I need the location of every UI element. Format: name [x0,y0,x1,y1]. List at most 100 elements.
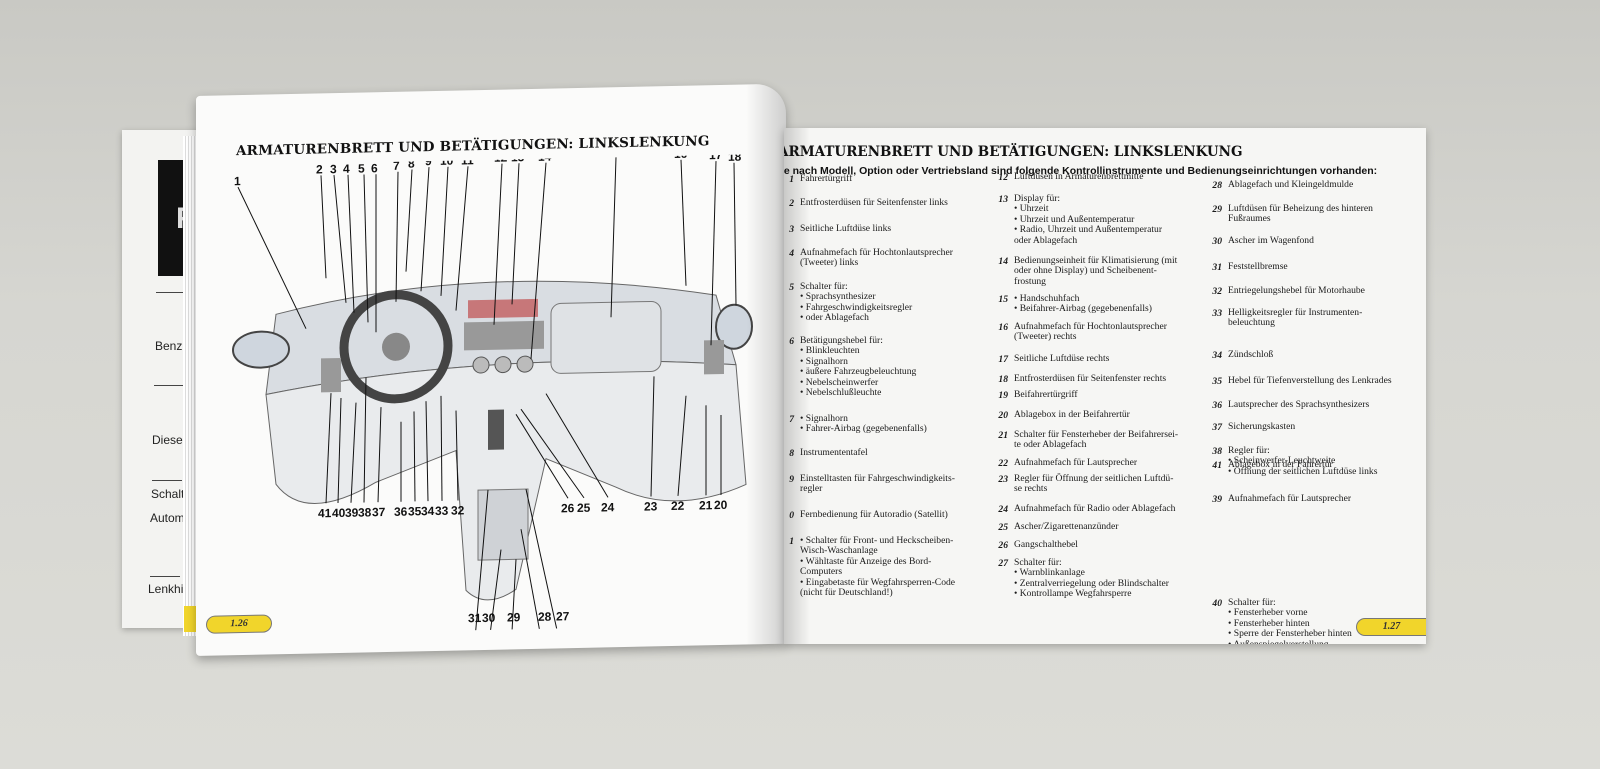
callout-29: 29 [507,610,521,624]
climate-knob-2 [494,356,512,374]
legend-item: 26 Gangschalthebel [990,539,1190,551]
legend-item: 7• Signalhorn • Fahrer-Airbag (gegebenen… [784,413,972,435]
legend-item-number: 26 [998,540,1008,551]
legend-item-number: 2 [789,198,794,209]
callout-27: 27 [556,609,570,623]
legend-item-text: Luftdüsen in Armaturenbrettmitte [1014,171,1144,182]
legend-item-number: 31 [1212,262,1222,273]
legend-item-text: Feststellbremse [1228,261,1288,272]
legend-item: 4 Aufnahmefach für Hochtonlautsprecher (T… [784,247,972,269]
display [468,298,538,319]
legend-item-text: Helligkeitsregler für Instrumenten- bele… [1228,307,1363,329]
legend-item-text: Aufnahmefach für Hochtonlautsprecher (Tw… [800,247,953,269]
legend-item: 29 Luftdüsen für Beheizung des hinteren F… [1204,203,1416,225]
legend-item-text: Aufnahmefach für Radio oder Ablagefach [1014,503,1176,514]
callout-33: 33 [435,504,449,518]
legend-item-text: Schalter für Fensterheber der Beifahrers… [1014,429,1179,451]
right-page-number: 1.27 [1356,618,1426,636]
callout-13: 13 [511,154,525,164]
under-label-diesel: Diesel [152,433,186,447]
callout-6: 6 [371,161,378,175]
climate-knob-1 [472,356,490,374]
divider [154,385,184,386]
callout-8: 8 [408,156,415,170]
center-console [477,488,529,561]
callout-14: 14 [538,154,552,164]
legend-item-number: 32 [1212,286,1222,297]
legend-item-text: Beifahrertürgriff [1014,389,1078,400]
legend-item-text: Betätigungshebel für: • Blinkleuchten • … [800,335,917,399]
legend-item-number: 34 [1212,350,1222,361]
legend-item-text: Hebel für Tiefenverstellung des Lenkrade… [1228,375,1392,386]
callout-3: 3 [330,162,337,176]
legend-item-text: Entriegelungshebel für Motorhaube [1228,285,1365,296]
legend-item-number: 13 [998,194,1008,205]
legend-item-text: • Handschuhfach • Beifahrer-Airbag (gege… [1014,293,1152,315]
legend-item-text: Gangschalthebel [1014,539,1078,550]
callout-2: 2 [316,162,323,176]
legend-item-text: Luftdüsen für Beheizung des hinteren Fuß… [1228,203,1373,225]
legend-item: 13 Display für: • Uhrzeit • Uhrzeit und A… [990,193,1190,246]
legend-item-number: 12 [998,172,1008,183]
legend-item-number: 0 [789,510,794,521]
callout-17: 17 [709,154,723,162]
legend-item-number: 40 [1212,598,1222,609]
right-mirror [715,303,753,350]
legend-item-number: 14 [998,256,1008,267]
callout-30: 30 [482,611,496,625]
legend-item-text: Seitliche Luftdüse rechts [1014,353,1110,364]
legend-item-text: Aufnahmefach für Lautsprecher [1228,493,1352,504]
legend-item-number: 19 [998,390,1008,401]
callouts-bottom: 41 40 39 38 37 36 35 34 33 32 26 25 24 2… [318,498,728,521]
legend-item-number: 39 [1212,494,1222,505]
legend-item-text: Aufnahmefach für Lautsprecher [1014,457,1138,468]
legend-item-number: 27 [998,558,1008,569]
legend-item-number: 28 [1212,180,1222,191]
legend-item-number: 36 [1212,400,1222,411]
legend-item-number: 1 [789,174,794,185]
callout-22: 22 [671,499,685,513]
legend-item-text: Display für: • Uhrzeit • Uhrzeit und Auß… [1014,193,1163,246]
under-label-autom: Autom [150,511,185,525]
legend-item-text: Schalter für: • Fensterheber vorne • Fen… [1228,597,1352,644]
legend-item-number: 29 [1212,204,1222,215]
legend-item-number: 25 [998,522,1008,533]
divider [152,480,182,481]
legend-item-text: Fahrertürgriff [800,173,853,184]
callout-21: 21 [699,498,713,512]
legend-item-number: 4 [789,248,794,259]
legend-item: 40 Schalter für: • Fensterheber vorne • F… [1204,597,1416,644]
callout-40: 40 [332,506,346,520]
callout-36: 36 [394,505,408,519]
callout-37: 37 [372,505,386,519]
steering-hub [382,332,410,361]
divider [150,576,180,577]
legend-item-number: 1 [789,536,794,547]
callout-16: 16 [674,154,688,161]
glovebox [550,300,662,374]
legend-item: 32 Entriegelungshebel für Motorhaube [1204,285,1416,297]
legend-item-text: Regler für Öffnung der seitlichen Luftdü… [1014,473,1174,495]
legend-item: 15• Handschuhfach • Beifahrer-Airbag (ge… [990,293,1190,315]
left-gutter-shadow [746,83,786,645]
legend-item-number: 8 [789,448,794,459]
callout-38: 38 [358,505,372,519]
legend-item-text: Seitliche Luftdüse links [800,223,892,234]
legend-item-text: Sicherungskasten [1228,421,1296,432]
left-page-title: ARMATURENBRETT UND BETÄTIGUNGEN: LINKSLE… [236,133,710,160]
legend-item-number: 5 [789,282,794,293]
legend-item-text: Ablagebox in der Fahrertür [1228,459,1333,470]
legend-item-number: 23 [998,474,1008,485]
legend-item-number: 41 [1212,460,1222,471]
